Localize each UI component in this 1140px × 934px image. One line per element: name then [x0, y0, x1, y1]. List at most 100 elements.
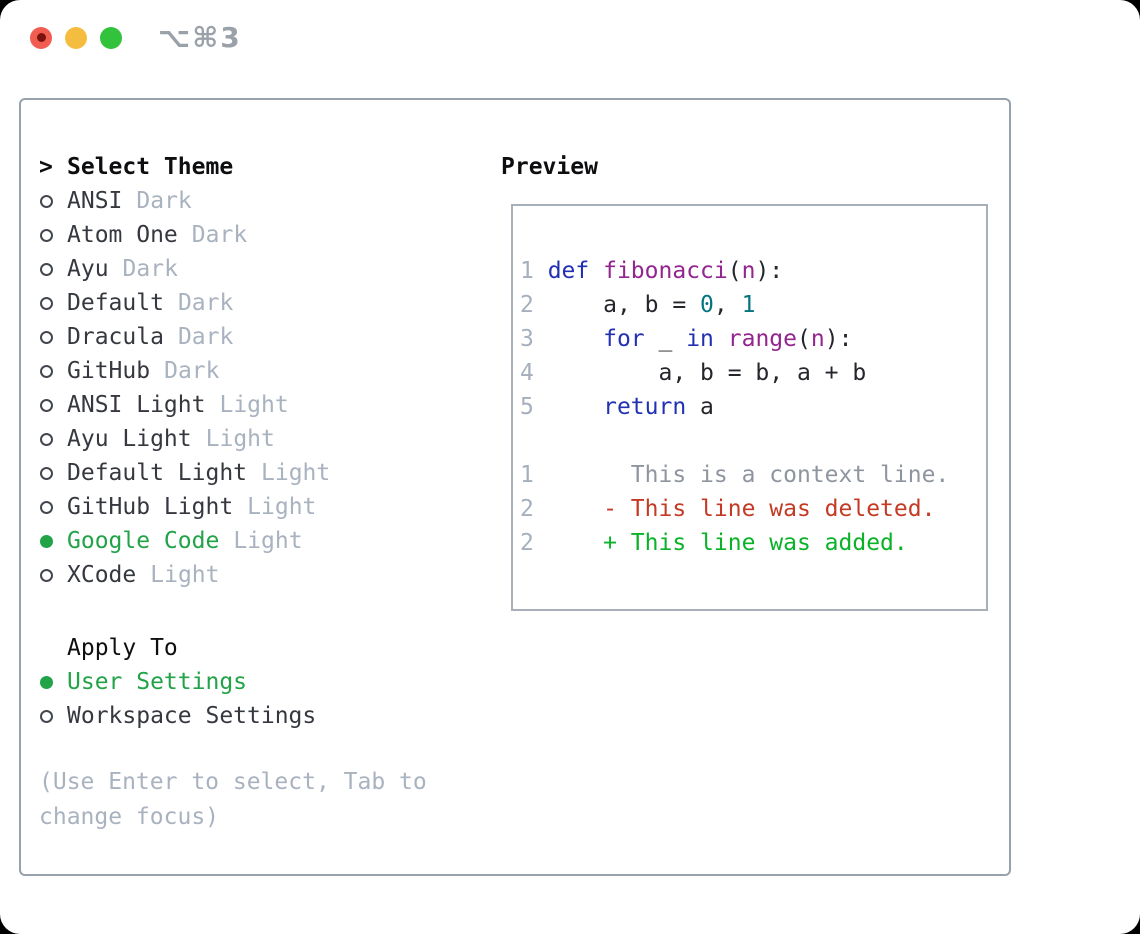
theme-list-title: Select Theme — [67, 154, 234, 180]
code-segment-plain: a, b = — [547, 292, 701, 318]
theme-item-variant: Light — [247, 494, 317, 520]
line-number: 2 — [520, 292, 548, 318]
code-line: 4 a, b = b, a + b — [520, 356, 986, 390]
code-segment-plain — [548, 394, 603, 420]
minimize-button[interactable] — [65, 26, 87, 49]
help-text: (Use Enter to select, Tab to change focu… — [39, 769, 427, 830]
theme-item-variant: Dark — [177, 324, 234, 350]
theme-item[interactable]: XCode Light — [39, 558, 469, 592]
radio-icon — [40, 709, 53, 723]
code-line: 2 a, b = 0, 1 — [520, 288, 986, 322]
radio-icon — [40, 398, 53, 412]
radio-icon — [40, 568, 53, 582]
close-button[interactable] — [30, 26, 52, 49]
code-segment-plain — [589, 258, 603, 284]
code-segment-plain: , — [713, 292, 742, 318]
line-number: 2 — [520, 496, 548, 522]
apply-to-title: Apply To — [67, 635, 178, 661]
code-segment-del: - This line was deleted. — [547, 496, 936, 522]
line-number: 1 — [520, 462, 548, 488]
code-segment-fn: range — [727, 326, 797, 352]
line-number: 5 — [520, 394, 548, 420]
apply-to-option-label: User Settings — [67, 669, 248, 695]
code-segment-fn: n — [741, 258, 756, 284]
code-segment-plain — [714, 326, 728, 352]
theme-item[interactable]: Atom One Dark — [39, 218, 469, 252]
radio-icon — [40, 500, 53, 514]
apply-to-option-label: Workspace Settings — [67, 703, 317, 729]
code-segment-plain: _ — [644, 326, 687, 352]
code-segment-num: 1 — [741, 292, 756, 318]
theme-item-label: ANSI Light — [67, 392, 206, 418]
code-segment-fn: fibonacci — [603, 258, 728, 284]
code-line: 3 for _ in range(n): — [520, 322, 986, 356]
code-line: 5 return a — [520, 390, 986, 424]
theme-item-variant: Dark — [164, 358, 220, 384]
code-line: 1 def fibonacci(n): — [520, 254, 986, 288]
code-segment-ctx: This is a context line. — [547, 462, 950, 488]
theme-item-label: Atom One — [67, 222, 178, 248]
theme-item-variant: Dark — [136, 188, 192, 214]
theme-item-label: Dracula — [67, 324, 164, 350]
theme-item-label: ANSI — [67, 188, 123, 214]
code-segment-add: + This line was added. — [547, 530, 908, 556]
theme-item-label: Default — [67, 290, 164, 316]
theme-item-variant: Light — [233, 528, 303, 554]
radio-selected-icon — [40, 534, 53, 548]
code-segment-kw: return — [603, 394, 687, 420]
preview-title: Preview — [501, 154, 598, 180]
theme-item-variant: Light — [261, 460, 331, 486]
radio-icon — [40, 228, 53, 242]
theme-item[interactable]: Default Dark — [39, 286, 469, 320]
radio-icon — [40, 364, 53, 378]
code-segment-plain: ): — [755, 258, 784, 284]
code-segment-plain: a, b = b, a + b — [547, 360, 867, 386]
code-segment-kw: for — [603, 326, 645, 352]
radio-icon — [40, 262, 53, 276]
code-line: 2 - This line was deleted. — [520, 492, 986, 526]
code-segment-kw: in — [686, 326, 714, 352]
theme-item-variant: Dark — [177, 290, 234, 316]
theme-item-variant: Light — [219, 392, 289, 418]
code-segment-plain — [548, 326, 603, 352]
theme-list-header-row: > Select Theme — [39, 150, 469, 184]
apply-to-option[interactable]: User Settings — [39, 665, 469, 699]
radio-icon — [40, 432, 53, 446]
line-number: 2 — [520, 530, 548, 556]
line-number: 4 — [520, 360, 548, 386]
theme-item-variant: Dark — [191, 222, 248, 248]
theme-item[interactable]: ANSI Light Light — [39, 388, 469, 422]
theme-item-variant: Light — [205, 426, 275, 452]
theme-item-label: XCode — [67, 562, 137, 588]
line-number: 3 — [520, 326, 548, 352]
radio-icon — [40, 466, 53, 480]
theme-item[interactable]: ANSI Dark — [39, 184, 469, 218]
focus-chevron-icon: > — [39, 154, 53, 180]
radio-icon — [40, 194, 53, 208]
code-line: 2 + This line was added. — [520, 526, 986, 560]
window-shortcut-label: ⌥⌘3 — [158, 21, 242, 54]
apply-to-header-row: Apply To — [39, 631, 469, 665]
code-line: 1 This is a context line. — [520, 458, 986, 492]
code-segment-fn: n — [810, 326, 825, 352]
theme-item-label: GitHub Light — [67, 494, 234, 520]
code-segment-kw: def — [547, 258, 590, 284]
theme-item[interactable]: GitHub Light Light — [39, 490, 469, 524]
theme-item-variant: Light — [150, 562, 220, 588]
theme-item[interactable]: Dracula Dark — [39, 320, 469, 354]
apply-to-option[interactable]: Workspace Settings — [39, 699, 469, 733]
radio-selected-icon — [40, 675, 53, 689]
code-segment-plain: a — [686, 394, 714, 420]
zoom-button[interactable] — [100, 26, 122, 49]
